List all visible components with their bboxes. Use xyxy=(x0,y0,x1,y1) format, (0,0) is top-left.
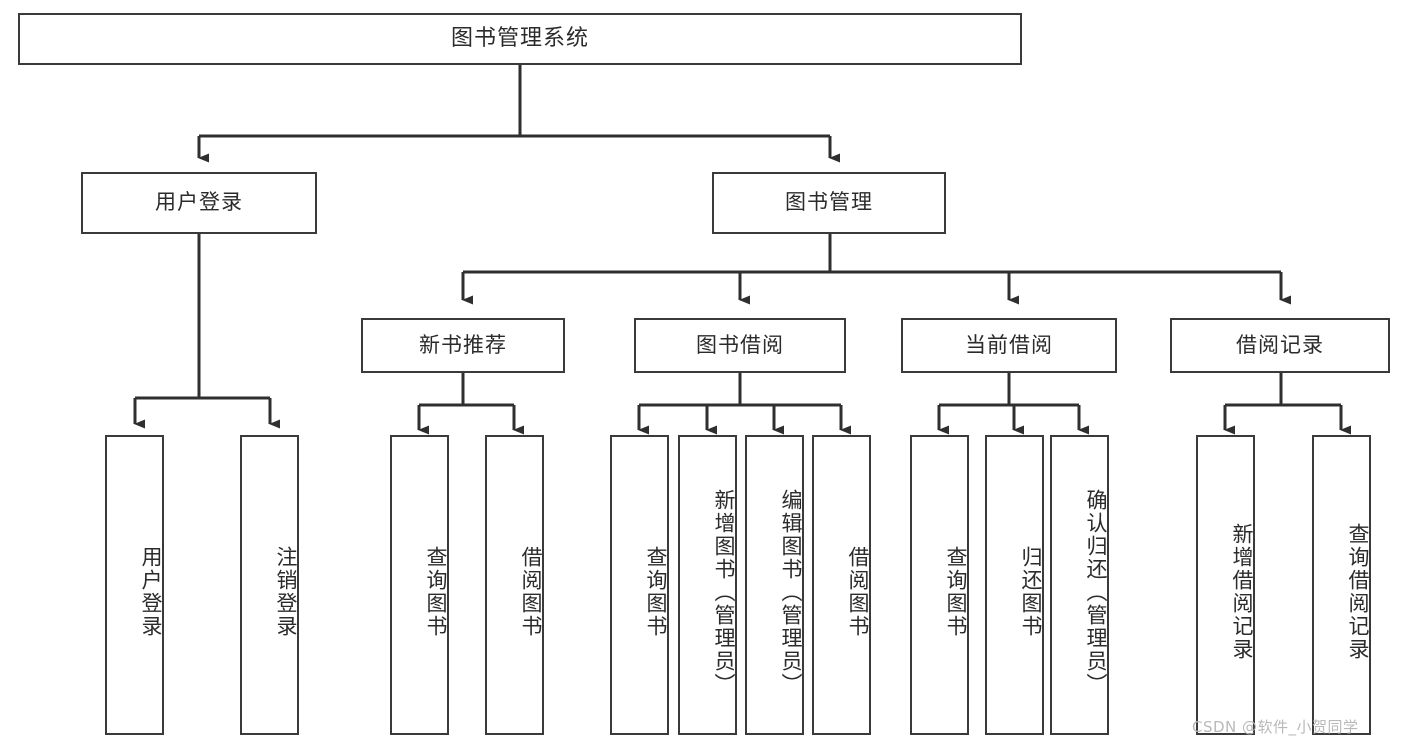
leaf-borrow-borrow-book[interactable]: 借阅图书 xyxy=(812,435,871,735)
node-current-borrow[interactable]: 当前借阅 xyxy=(901,318,1117,373)
leaf-current-query-book[interactable]: 查询图书 xyxy=(910,435,969,735)
node-label: 图书借阅 xyxy=(696,332,784,357)
node-label: 当前借阅 xyxy=(965,332,1053,357)
node-label: 用户登录 xyxy=(155,190,243,215)
node-root-system[interactable]: 图书管理系统 xyxy=(18,13,1022,65)
node-label: 借阅图书 xyxy=(519,546,543,638)
node-label: 确认归还（管理员） xyxy=(1084,488,1108,696)
node-label: 借阅记录 xyxy=(1236,332,1324,357)
node-user-login[interactable]: 用户登录 xyxy=(81,172,317,234)
node-label: 查询借阅记录 xyxy=(1346,523,1370,661)
node-label: 图书管理 xyxy=(785,190,873,215)
node-label: 归还图书 xyxy=(1019,546,1043,638)
leaf-borrow-edit-book-admin[interactable]: 编辑图书（管理员） xyxy=(745,435,804,735)
leaf-user-login-login[interactable]: 用户登录 xyxy=(105,435,164,735)
node-book-management[interactable]: 图书管理 xyxy=(712,172,946,234)
csdn-watermark: CSDN @软件_小贺同学 xyxy=(1192,718,1359,736)
leaf-recommend-borrow-book[interactable]: 借阅图书 xyxy=(485,435,544,735)
node-book-borrow[interactable]: 图书借阅 xyxy=(634,318,846,373)
node-label: 查询图书 xyxy=(424,546,448,638)
leaf-borrow-query-book[interactable]: 查询图书 xyxy=(610,435,669,735)
leaf-current-return-book[interactable]: 归还图书 xyxy=(985,435,1044,735)
node-label: 新增借阅记录 xyxy=(1230,523,1254,661)
node-label: 查询图书 xyxy=(944,546,968,638)
leaf-current-confirm-return-admin[interactable]: 确认归还（管理员） xyxy=(1050,435,1109,735)
node-borrow-records[interactable]: 借阅记录 xyxy=(1170,318,1390,373)
leaf-borrow-add-book-admin[interactable]: 新增图书（管理员） xyxy=(678,435,737,735)
leaf-records-query-record[interactable]: 查询借阅记录 xyxy=(1312,435,1371,735)
node-label: 新增图书（管理员） xyxy=(712,488,736,696)
node-label: 注销登录 xyxy=(274,546,298,638)
node-label: 编辑图书（管理员） xyxy=(779,488,803,696)
node-label: 图书管理系统 xyxy=(450,25,589,51)
node-new-book-recommend[interactable]: 新书推荐 xyxy=(361,318,565,373)
node-label: 查询图书 xyxy=(644,546,668,638)
node-label: 新书推荐 xyxy=(419,332,507,357)
leaf-recommend-query-book[interactable]: 查询图书 xyxy=(390,435,449,735)
leaf-user-login-logout[interactable]: 注销登录 xyxy=(240,435,299,735)
node-label: 借阅图书 xyxy=(846,546,870,638)
leaf-records-add-record[interactable]: 新增借阅记录 xyxy=(1196,435,1255,735)
node-label: 用户登录 xyxy=(139,546,163,638)
